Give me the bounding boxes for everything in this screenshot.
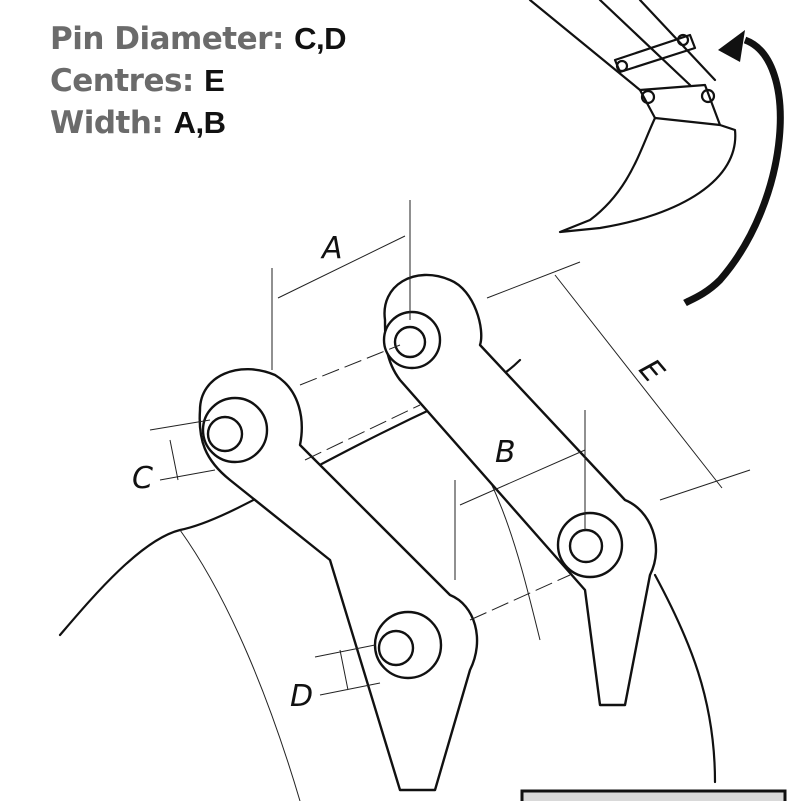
legend: Pin Diameter: C,D Centres: E Width: A,B xyxy=(50,18,347,144)
legend-key: Pin Diameter: xyxy=(50,21,284,57)
base-plate xyxy=(520,789,787,801)
dimension-label-c: C xyxy=(132,461,153,496)
legend-value: E xyxy=(204,63,225,98)
front-hitch-plate xyxy=(198,368,479,792)
dimension-lines xyxy=(149,200,751,696)
legend-row-centres: Centres: E xyxy=(50,60,346,102)
excavator-bucket-icon xyxy=(528,0,784,307)
dimension-label-a: A xyxy=(320,231,343,266)
legend-row-width: Width: A,B xyxy=(50,102,346,144)
legend-value: C,D xyxy=(294,21,347,56)
rear-hitch-plate xyxy=(382,273,658,707)
legend-row-pin-diameter: Pin Diameter: C,D xyxy=(50,18,347,60)
dimension-label-d: D xyxy=(290,679,313,714)
legend-key: Centres: xyxy=(50,63,194,99)
dimension-label-e: E xyxy=(632,353,671,390)
dimension-label-b: B xyxy=(495,435,516,470)
legend-value: A,B xyxy=(173,105,226,140)
legend-key: Width: xyxy=(50,105,164,141)
